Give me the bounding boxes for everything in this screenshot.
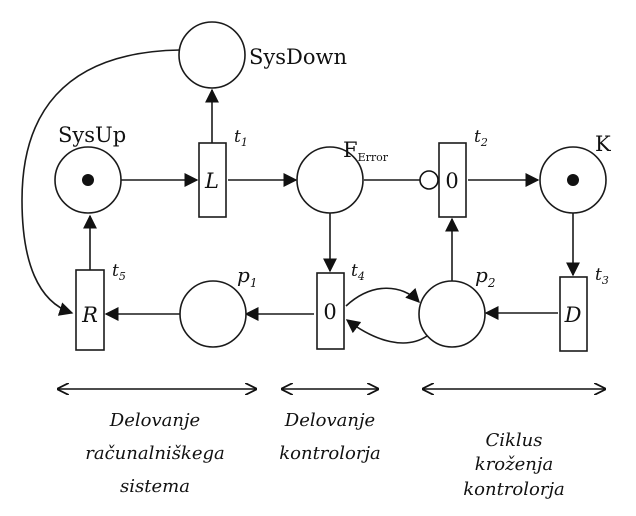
- section-cycle-line3: kontrolorja: [463, 479, 565, 500]
- transition-t3-label: t3: [595, 265, 609, 287]
- arcs: [21, 49, 580, 344]
- transition-t1-inner: L: [204, 169, 219, 193]
- section-system-line1: Delovanje: [109, 410, 200, 431]
- place-p1-label: p1: [237, 263, 257, 290]
- arc-t4-p2: [345, 287, 420, 307]
- place-p2-label: p2: [475, 263, 495, 290]
- transition-t4-label: t4: [351, 261, 365, 283]
- place-sysup: SysUp: [54, 123, 126, 214]
- transition-t2-inner: 0: [445, 169, 458, 193]
- transition-t2: 0 t2: [438, 127, 488, 218]
- section-controller-line1: Delovanje: [284, 410, 375, 431]
- transition-t2-label: t2: [474, 127, 488, 149]
- section-system-line2: računalniškega: [85, 443, 225, 464]
- place-ferror-label: FError: [343, 138, 389, 164]
- section-cycle-line2: kroženja: [475, 454, 553, 475]
- place-k-label: K: [595, 132, 611, 156]
- transition-t1-label: t1: [234, 127, 248, 149]
- transition-t1: L t1: [198, 127, 248, 218]
- transition-t5: R t5: [75, 261, 126, 351]
- place-sysdown: SysDown: [178, 21, 347, 89]
- place-p2: p2: [418, 263, 495, 348]
- transition-t3: D t3: [559, 265, 609, 352]
- place-k: K: [539, 132, 611, 214]
- arc-sysdown-t5: [21, 49, 181, 316]
- token: [82, 174, 94, 186]
- place-sysup-label: SysUp: [58, 123, 126, 147]
- inhibitor-circle: [419, 170, 439, 190]
- transition-t5-label: t5: [112, 261, 126, 283]
- transition-t4: 0 t4: [316, 261, 365, 350]
- transition-t4-inner: 0: [323, 300, 336, 324]
- section-controller-line2: kontrolorja: [279, 443, 381, 464]
- transition-t3-inner: D: [564, 303, 582, 327]
- section-cycle-line1: Ciklus: [485, 430, 542, 451]
- section-label-controller: Delovanje kontrolorja: [279, 410, 381, 464]
- place-sysdown-label: SysDown: [249, 45, 347, 69]
- section-label-cycle: Ciklus kroženja kontrolorja: [463, 430, 565, 500]
- section-system-line3: sistema: [120, 476, 190, 497]
- transition-t5-inner: R: [81, 303, 98, 327]
- section-label-system: Delovanje računalniškega sistema: [85, 410, 225, 497]
- place-ferror: FError: [296, 138, 389, 214]
- place-p1: p1: [179, 263, 257, 348]
- arc-p2-t4: [345, 319, 428, 344]
- token: [567, 174, 579, 186]
